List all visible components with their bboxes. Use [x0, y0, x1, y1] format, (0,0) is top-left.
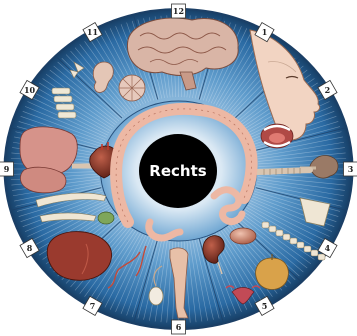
- clock-label-9: 9: [0, 162, 14, 176]
- clock-label-text: 11: [87, 27, 98, 37]
- gallbladder-icon: [98, 212, 114, 224]
- clock-label-text: 3: [348, 164, 354, 174]
- clock-label-text: 8: [27, 243, 33, 253]
- clock-label-text: 6: [176, 322, 182, 332]
- mouth-icon: [261, 124, 293, 148]
- clock-label-text: 4: [325, 243, 331, 253]
- pancreas-icon: [230, 228, 256, 244]
- clock-label-text: 2: [325, 85, 331, 95]
- clock-label-text: 7: [90, 301, 96, 311]
- clock-label-text: 12: [173, 6, 184, 16]
- pupil-label: Rechts: [149, 162, 206, 180]
- clock-label-12: 12: [172, 4, 186, 18]
- clock-label-text: 10: [24, 85, 36, 95]
- clock-label-text: 9: [4, 164, 10, 174]
- clock-label-text: 1: [262, 27, 268, 37]
- clock-label-3: 3: [344, 162, 357, 176]
- liver-icon: [47, 232, 111, 281]
- clock-label-text: 5: [262, 301, 268, 311]
- cerebellum-icon: [119, 75, 145, 101]
- clock-label-6: 6: [172, 320, 186, 334]
